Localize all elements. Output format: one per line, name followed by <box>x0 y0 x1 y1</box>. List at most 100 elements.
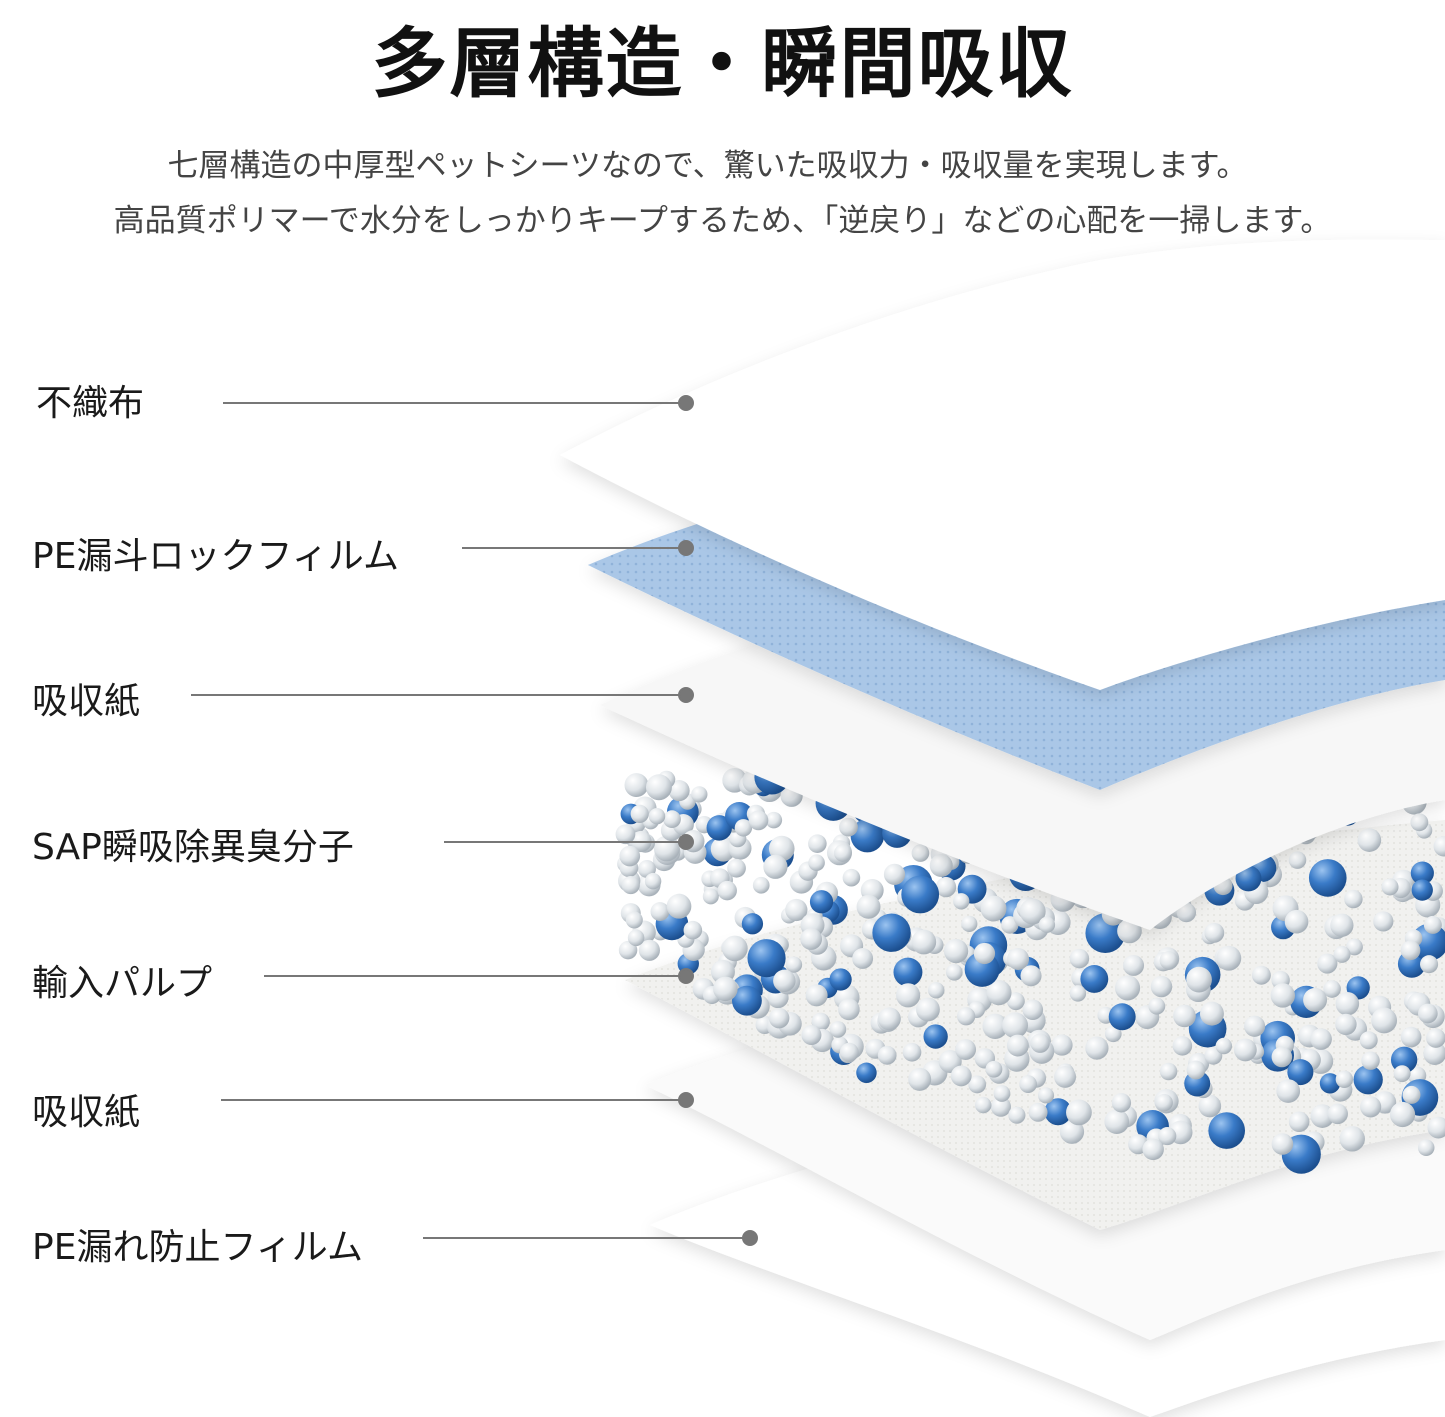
sap-particle <box>928 982 945 999</box>
sap-particle <box>727 858 746 878</box>
sap-particle <box>1330 913 1354 937</box>
sap-particle <box>1030 1033 1050 1053</box>
sap-particle <box>800 928 823 950</box>
sap-particle <box>808 854 825 872</box>
sap-particle <box>1303 987 1328 1012</box>
sap-particle <box>1361 1051 1380 1070</box>
sap-particle <box>808 834 827 853</box>
sap-particle <box>1155 1093 1173 1112</box>
sap-particle <box>1020 965 1042 987</box>
layer-nonwoven <box>560 239 1445 690</box>
sap-particle-blue <box>901 875 940 914</box>
sap-particle-blue <box>1208 1112 1246 1149</box>
sap-particle <box>1423 915 1442 934</box>
label-imported-pulp: 輸入パルプ <box>32 963 213 1004</box>
sap-particle <box>1176 902 1197 923</box>
sap-particle <box>1123 954 1145 976</box>
sap-particle <box>1008 1106 1026 1124</box>
sap-particle <box>1111 1093 1132 1113</box>
sap-particle <box>1148 997 1166 1015</box>
sap-particle <box>1393 1065 1411 1083</box>
sap-particle <box>1114 975 1141 1001</box>
sap-particle <box>1199 1001 1224 1026</box>
sap-particle-blue <box>731 985 762 1016</box>
sap-particle <box>1418 1003 1438 1024</box>
sap-particle <box>986 980 1012 1006</box>
sap-particle-blue <box>1410 861 1434 885</box>
sap-particle <box>911 929 937 955</box>
sap-particle <box>961 915 978 932</box>
sap-particle <box>877 1045 897 1065</box>
sap-particle <box>1216 945 1242 971</box>
sap-particle <box>1038 916 1056 933</box>
sap-particle <box>668 780 690 802</box>
sap-particle <box>945 963 963 981</box>
sap-particle <box>955 1039 977 1060</box>
sap-particle-blue <box>1308 859 1347 897</box>
sap-particle <box>935 876 957 898</box>
sap-particle <box>833 844 852 862</box>
sap-particle <box>717 880 737 901</box>
sap-particle <box>1173 1004 1196 1028</box>
sap-particle <box>683 920 703 940</box>
sap-particle <box>1051 1034 1073 1056</box>
sap-particle <box>1251 965 1271 985</box>
sap-particle <box>1357 828 1382 852</box>
sap-particle <box>1271 1046 1293 1068</box>
sap-particle <box>950 1065 972 1087</box>
sap-particle <box>1069 985 1087 1002</box>
sap-particle <box>648 807 666 825</box>
sap-particle <box>1373 911 1394 932</box>
sap-particle <box>838 998 860 1021</box>
sap-particle <box>644 872 662 890</box>
sap-particle <box>1339 1126 1365 1152</box>
sap-particle-blue <box>1287 1059 1314 1086</box>
sap-particle <box>1233 1038 1257 1062</box>
sap-particle <box>619 845 641 867</box>
sap-particle <box>1198 1094 1222 1118</box>
sap-particle <box>883 863 906 885</box>
sap-particle <box>852 948 874 969</box>
sap-particle <box>1215 1037 1233 1055</box>
sap-particle <box>1270 983 1296 1008</box>
sap-particle <box>1159 951 1179 970</box>
sap-particle <box>1006 1034 1029 1057</box>
sap-particle <box>1400 940 1421 961</box>
sap-particle <box>618 940 638 960</box>
sap-particle <box>1335 1013 1357 1036</box>
sap-particle <box>801 1025 822 1046</box>
sap-particle <box>839 1042 859 1062</box>
sap-particle-blue <box>923 1024 948 1049</box>
sap-particle <box>1335 1070 1354 1088</box>
sap-particle-blue <box>893 957 923 987</box>
sap-particle <box>748 810 769 831</box>
sap-particle <box>621 875 640 895</box>
sap-particle <box>982 1013 1008 1039</box>
sap-particle-blue <box>1108 1003 1136 1031</box>
sap-particle-blue <box>706 815 732 841</box>
sap-particle <box>1371 1007 1398 1034</box>
sap-particle <box>1323 980 1341 998</box>
label-sap: SAP瞬吸除異臭分子 <box>32 827 354 868</box>
sap-particle-blue <box>1390 1046 1418 1074</box>
sap-particle <box>1327 1103 1348 1125</box>
sap-particle <box>1346 938 1363 956</box>
sap-particle <box>1271 1133 1294 1155</box>
sap-particle <box>785 898 808 922</box>
leader-lines <box>191 395 758 1246</box>
sap-particle <box>805 984 828 1007</box>
sap-particle-blue <box>1044 1098 1072 1126</box>
sap-particle <box>842 868 861 887</box>
sap-particles <box>615 746 1445 1174</box>
sap-particle <box>752 876 770 894</box>
sap-particle <box>929 854 953 877</box>
sap-particle <box>768 1007 790 1029</box>
label-nonwoven: 不織布 <box>36 383 145 424</box>
sap-particle <box>957 1007 976 1026</box>
sap-particle <box>877 1007 901 1031</box>
sap-particle <box>943 938 969 964</box>
sap-particle-blue <box>1319 1073 1341 1094</box>
sap-particle <box>763 854 788 879</box>
sap-particle <box>1006 992 1025 1011</box>
sap-particle <box>734 819 753 837</box>
